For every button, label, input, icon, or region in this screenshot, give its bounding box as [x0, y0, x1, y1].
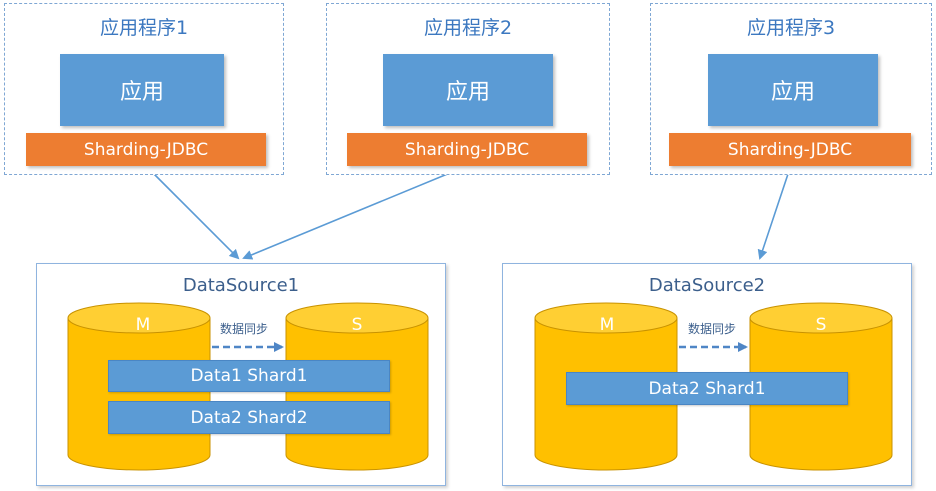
slave-label: S [351, 315, 363, 335]
datasource-title: DataSource1 [182, 275, 300, 296]
arrow-app3-to-ds2 [757, 167, 791, 260]
datasource-box-1: DataSource1 [36, 263, 446, 486]
arrow-app2-to-ds1 [242, 167, 463, 260]
shard-bar: Data2 Shard2 [108, 401, 390, 434]
app-inner-box: 应用 [383, 54, 553, 126]
shard-bar: Data2 Shard1 [566, 372, 848, 405]
sharding-jdbc-bar: Sharding-JDBC [347, 133, 587, 166]
datasource-box-2: DataSource2 [502, 263, 912, 486]
slave-label: S [815, 315, 827, 335]
app-box-3: 应用程序3 应用 Sharding-JDBC [650, 3, 932, 175]
sync-label: 数据同步 [220, 322, 269, 336]
app-inner-box: 应用 [708, 54, 878, 126]
arrow-app1-to-ds1 [147, 167, 240, 260]
sharding-jdbc-bar: Sharding-JDBC [669, 133, 911, 166]
app-title: 应用程序3 [746, 17, 836, 39]
sharding-jdbc-bar: Sharding-JDBC [26, 133, 266, 166]
datasource-title: DataSource2 [648, 275, 766, 296]
sync-label: 数据同步 [688, 322, 737, 336]
shard-bar: Data1 Shard1 [108, 360, 390, 392]
app-box-2: 应用程序2 应用 Sharding-JDBC [326, 3, 610, 175]
master-label: M [599, 315, 615, 335]
app-title: 应用程序2 [423, 17, 513, 39]
app-title: 应用程序1 [99, 17, 189, 39]
app-box-1: 应用程序1 应用 Sharding-JDBC [4, 3, 284, 175]
app-inner-box: 应用 [60, 54, 224, 126]
master-label: M [135, 315, 151, 335]
